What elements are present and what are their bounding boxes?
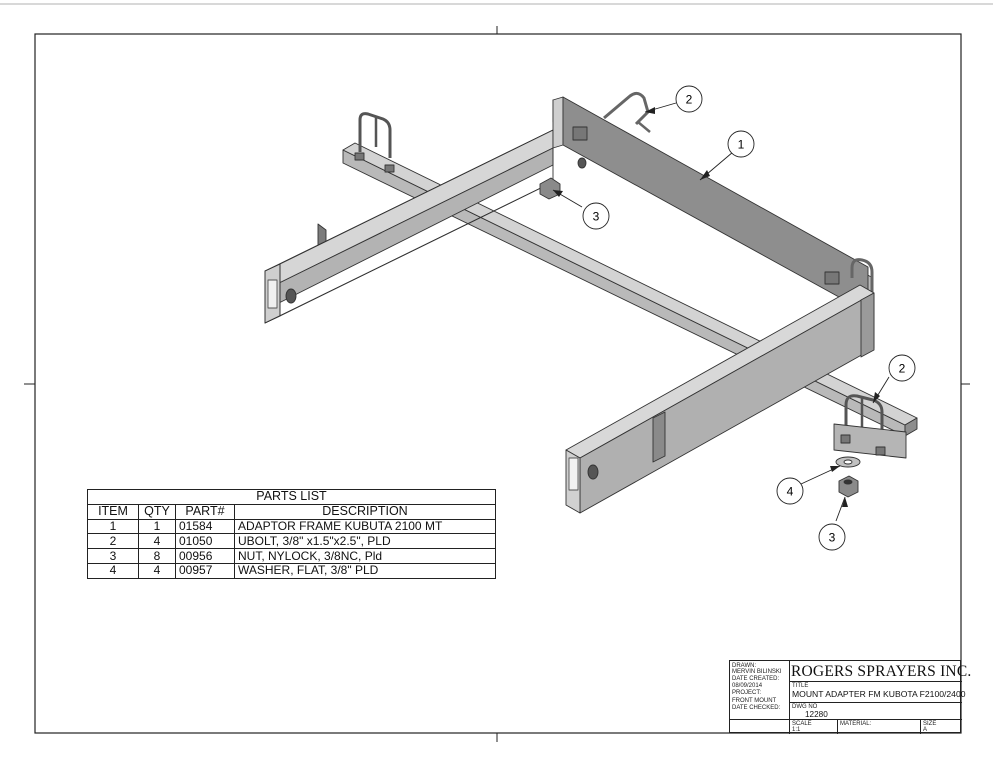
title-label: TITLE [792, 683, 809, 689]
cell-part: 00957 [175, 562, 235, 579]
cell-description: UBOLT, 3/8" x1.5"x2.5", PLD [234, 533, 496, 550]
date-created: 08/09/2014 [732, 683, 763, 689]
cell-qty: 4 [138, 562, 176, 579]
nut-item-3-bottom [838, 475, 859, 498]
table-row: 3 8 00956 NUT, NYLOCK, 3/8NC, Pld [87, 548, 496, 564]
cell-item: 4 [87, 562, 139, 579]
balloon-2-top: 2 [675, 85, 703, 113]
cell-qty: 4 [138, 533, 176, 550]
parts-list-table: PARTS LIST ITEM QTY PART# DESCRIPTION 1 … [87, 489, 496, 579]
cell-item: 1 [87, 518, 139, 535]
balloon-3-bottom: 3 [818, 523, 846, 551]
ubolt-top-right [603, 91, 651, 133]
washer-item-4 [835, 456, 861, 468]
balloon-circle [675, 85, 703, 113]
ubolt-bottom-right [844, 394, 884, 448]
balloon-circle [888, 354, 916, 382]
project-label: PROJECT: [732, 690, 762, 696]
balloon-2-right: 2 [888, 354, 916, 382]
drawn-by: MERVIN BILINSKI [732, 669, 782, 675]
title-block-divider [920, 719, 921, 734]
cell-part: 01584 [175, 518, 235, 535]
date-created-label: DATE CREATED: [732, 676, 780, 682]
parts-list-title: PARTS LIST [87, 489, 496, 505]
nut-item-3-top [539, 177, 561, 200]
balloon-label: 3 [829, 531, 836, 545]
dwg-no-label: DWG NO [792, 704, 818, 710]
ubolt-top-left [358, 112, 392, 158]
balloon-circle [582, 202, 610, 230]
balloon-1: 1 [727, 130, 755, 158]
table-row: 4 4 00957 WASHER, FLAT, 3/8" PLD [87, 562, 496, 579]
column-header-description: DESCRIPTION [234, 503, 496, 520]
balloon-circle [727, 130, 755, 158]
cell-description: ADAPTOR FRAME KUBUTA 2100 MT [234, 518, 496, 535]
cell-description: WASHER, FLAT, 3/8" PLD [234, 562, 496, 579]
balloon-4: 4 [776, 477, 804, 505]
company-name: ROGERS SPRAYERS INC. [791, 663, 972, 680]
balloon-circle [818, 523, 846, 551]
cell-description: NUT, NYLOCK, 3/8NC, Pld [234, 548, 496, 564]
title-block-divider [730, 719, 962, 720]
cell-item: 2 [87, 533, 139, 550]
title-block-divider [789, 702, 962, 703]
balloon-label: 4 [787, 485, 794, 499]
drawn-label: DRAWN: [732, 663, 757, 669]
drawing-title: MOUNT ADAPTER FM KUBOTA F2100/2400 [792, 689, 966, 699]
title-block-divider [837, 719, 838, 734]
project: FRONT MOUNT [732, 698, 777, 704]
size-label: SIZE [923, 721, 937, 727]
table-row: 1 1 01584 ADAPTOR FRAME KUBUTA 2100 MT [87, 518, 496, 535]
title-block-divider [789, 681, 962, 682]
assembly-view [264, 91, 918, 514]
column-header-item: ITEM [87, 503, 139, 520]
balloon-circle [776, 477, 804, 505]
balloon-label: 2 [686, 93, 693, 107]
leader-arrows [553, 107, 880, 507]
column-header-qty: QTY [138, 503, 176, 520]
dwg-no: 12280 [805, 710, 828, 719]
cell-item: 3 [87, 548, 139, 564]
balloon-label: 1 [738, 138, 745, 152]
material-label: MATERIAL: [840, 721, 872, 727]
size-value: A [923, 727, 928, 733]
scale-value: 1:1 [792, 727, 801, 733]
cell-qty: 1 [138, 518, 176, 535]
title-block-divider [789, 661, 790, 734]
cell-qty: 8 [138, 548, 176, 564]
date-checked-label: DATE CHECKED: [732, 705, 781, 711]
table-row: 2 4 01050 UBOLT, 3/8" x1.5"x2.5", PLD [87, 533, 496, 550]
balloon-3-top: 3 [582, 202, 610, 230]
ubolt-right-upper [850, 258, 874, 340]
title-block: DRAWN: MERVIN BILINSKI DATE CREATED: 08/… [729, 660, 972, 734]
right-rail [565, 284, 875, 514]
bracket-bottom-right [833, 423, 907, 459]
balloon-label: 2 [899, 362, 906, 376]
scale-label: SCALE [792, 721, 812, 727]
cell-part: 00956 [175, 548, 235, 564]
nuts-top-left [354, 152, 395, 173]
balloon-label: 3 [593, 210, 600, 224]
cell-part: 01050 [175, 533, 235, 550]
column-header-part: PART# [175, 503, 235, 520]
